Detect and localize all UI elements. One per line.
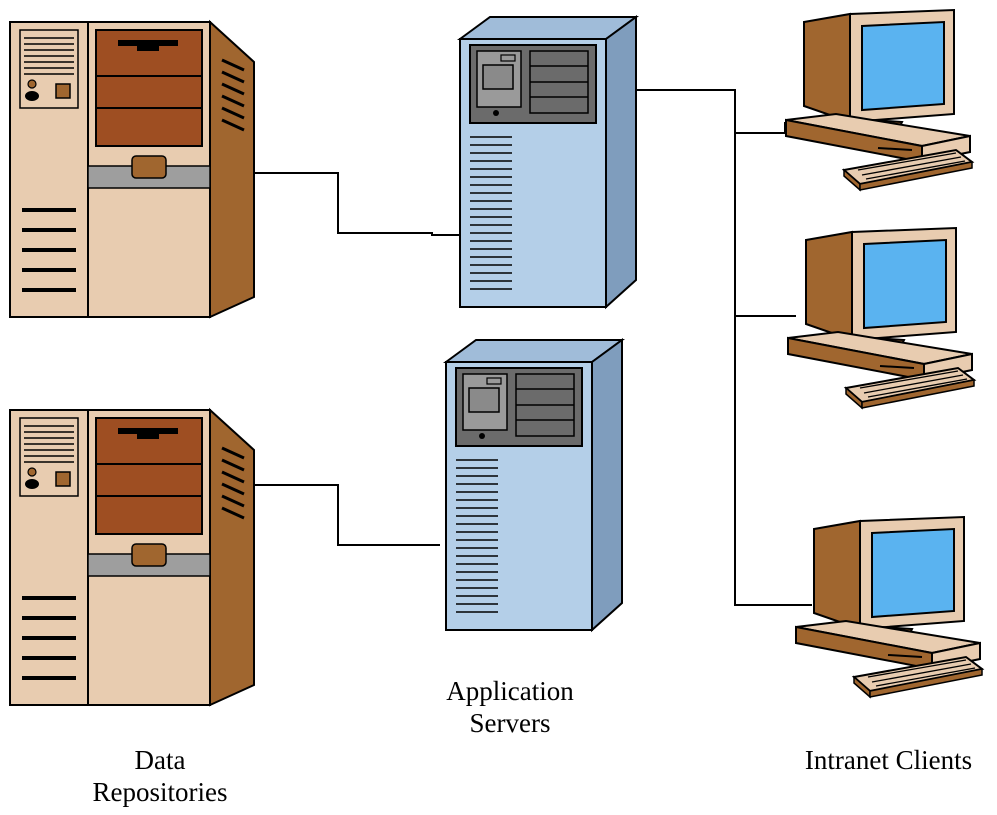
intranet-clients-label-line-1: Intranet Clients — [804, 745, 973, 775]
application-servers-label: Application Servers — [410, 675, 610, 739]
data-repository-server-2 — [8, 408, 256, 707]
data-repositories-label: Data Repositories — [60, 744, 260, 808]
link-repository-1 — [244, 172, 460, 236]
application-servers-label-line-2: Servers — [469, 708, 551, 738]
data-repository-server-1 — [8, 20, 256, 319]
intranet-clients-label: Intranet Clients — [780, 744, 997, 776]
application-server-1 — [459, 16, 637, 308]
application-server-2 — [445, 339, 623, 631]
link-repository-2 — [244, 484, 440, 546]
application-servers-label-line-1: Application — [446, 676, 574, 706]
data-repositories-label-line-2: Repositories — [92, 777, 228, 807]
intranet-client-pc-2 — [787, 227, 975, 409]
data-repositories-label-line-1: Data — [134, 745, 186, 775]
intranet-client-pc-3 — [795, 516, 983, 698]
link-app-server-to-clients — [636, 89, 812, 606]
intranet-client-pc-1 — [785, 9, 973, 191]
connection-lines — [244, 89, 812, 606]
